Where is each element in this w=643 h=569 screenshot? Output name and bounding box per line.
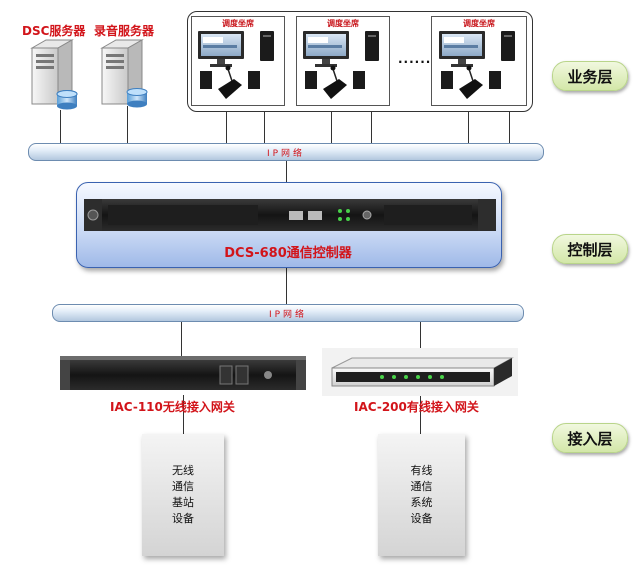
wired-gateway-link (420, 320, 421, 354)
seat3-phone-link (468, 98, 469, 144)
seat-3-label: 调度坐席 (463, 19, 495, 28)
control-layer-label: 控制层 (552, 234, 628, 264)
wireless-base-station-device: 无线 通信 基站 设备 (142, 434, 224, 556)
controller-top-link (286, 160, 287, 184)
recording-server-link (127, 106, 128, 144)
wireless-gateway-label: IAC-110无线接入网关 (110, 400, 235, 414)
wireless-device-link (183, 395, 184, 435)
wired-system-device: 有线 通信 系统 设备 (378, 434, 465, 556)
dispatch-seat-2: 调度坐席 (296, 16, 390, 106)
recording-server-icon (100, 39, 148, 108)
seat2-phone-link (331, 98, 332, 144)
dispatch-seat-1: 调度坐席 (191, 16, 285, 106)
seat-1-equipment-icon (198, 31, 274, 99)
recording-server-label: 录音服务器 (94, 24, 155, 38)
iac200-gateway-icon (322, 348, 518, 396)
ip-network-bar-bottom: IP网络 (52, 304, 524, 322)
ip-network-bar-top: IP网络 (28, 143, 544, 161)
dcs680-rack-icon (84, 199, 496, 231)
controller-bottom-link (286, 266, 287, 304)
dsc-server-label: DSC服务器 (22, 24, 86, 38)
dsc-server-icon (30, 39, 78, 110)
seat-2-label: 调度坐席 (327, 19, 359, 28)
seat-3-equipment-icon (439, 31, 515, 99)
controller-label: DCS-680通信控制器 (224, 246, 352, 261)
seat-2-equipment-icon (303, 31, 379, 99)
iac110-gateway-icon (60, 356, 306, 390)
business-area-frame (187, 11, 533, 112)
wireless-gateway-link (181, 320, 182, 358)
dsc-server-link (60, 110, 61, 144)
dispatch-seat-3: 调度坐席 (431, 16, 527, 106)
more-seats-ellipsis: ...... (398, 52, 432, 66)
seat1-phone-link (226, 98, 227, 144)
wired-device-link (420, 392, 421, 435)
seat-1-label: 调度坐席 (222, 19, 254, 28)
wired-gateway-label: IAC-200有线接入网关 (354, 400, 479, 414)
business-layer-label: 业务层 (552, 61, 628, 91)
access-layer-label: 接入层 (552, 423, 628, 453)
